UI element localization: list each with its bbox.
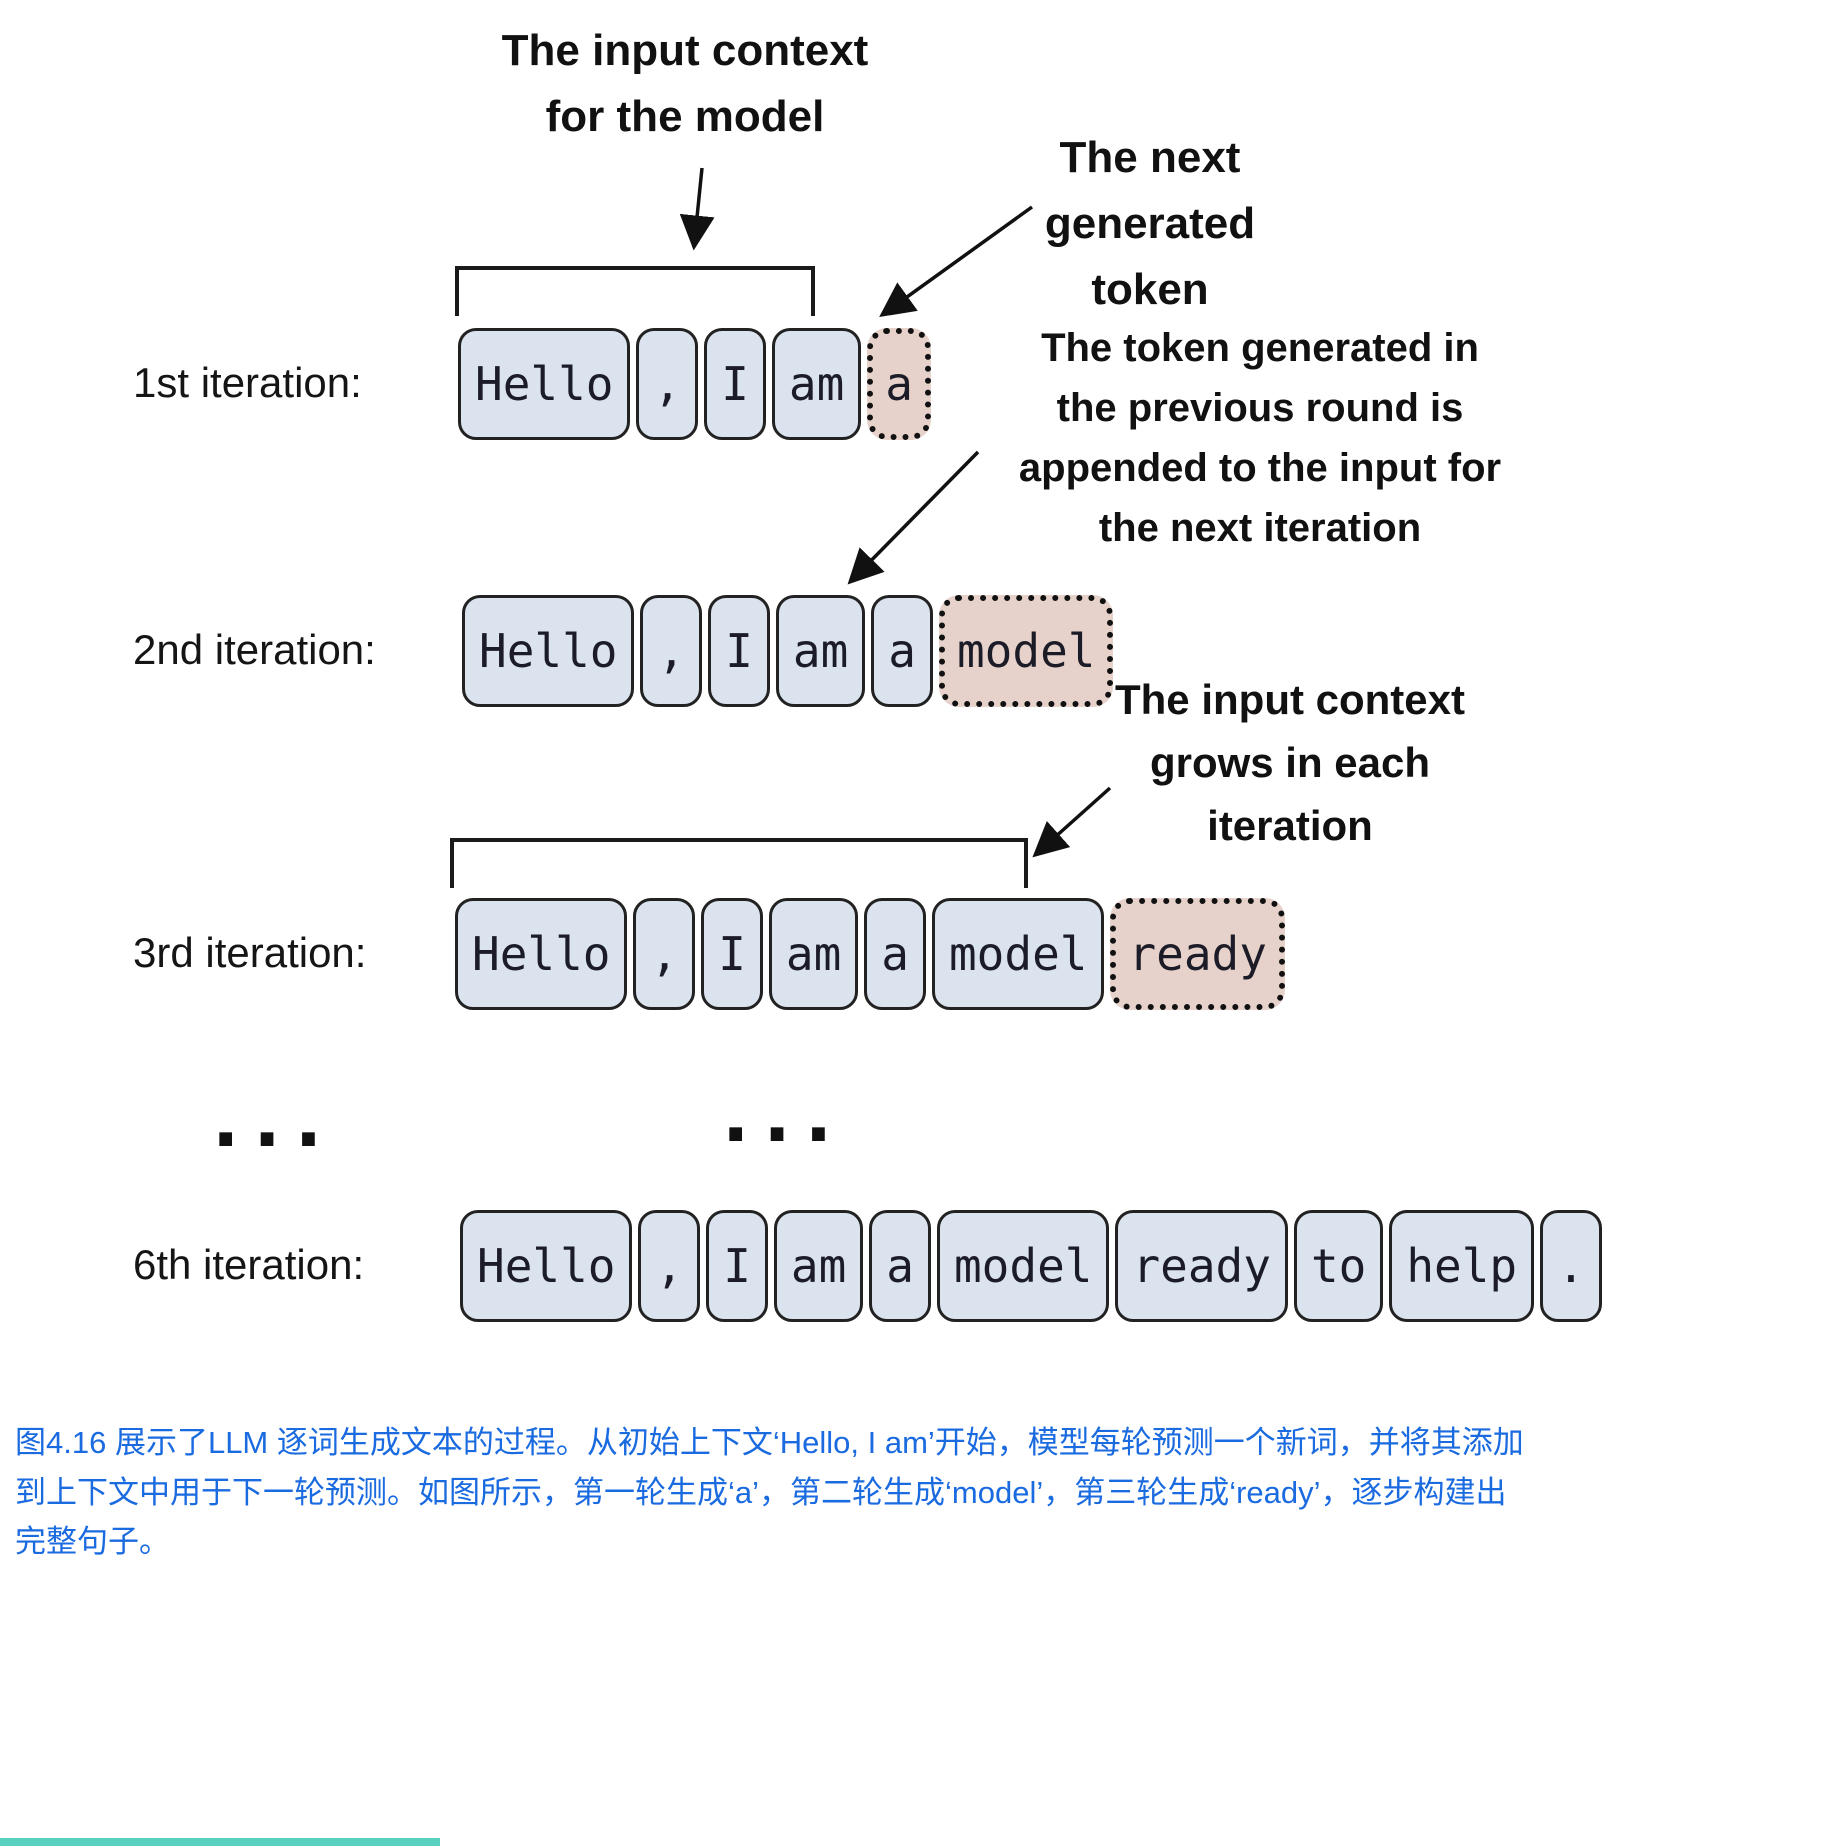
annotation-appended-token: The token generated in the previous roun…	[1018, 326, 1502, 550]
token: ready	[1115, 1210, 1288, 1322]
context-bracket-iteration-1	[455, 266, 815, 316]
ellipsis-left: ...	[212, 1079, 337, 1163]
iteration-row-1: Hello , I am a	[458, 328, 931, 440]
token: model	[936, 1210, 1110, 1322]
arrow-input-context	[679, 167, 715, 251]
iteration-label-6: 6th iteration:	[133, 1241, 365, 1288]
token: I	[701, 898, 763, 1010]
token: Hello	[458, 328, 631, 440]
iteration-row-2: Hello , I am a model	[462, 595, 1114, 707]
token: a	[871, 595, 933, 707]
token: model	[931, 898, 1105, 1010]
token: I	[704, 328, 766, 440]
token: ,	[640, 595, 703, 707]
iteration-label-2: 2nd iteration:	[133, 626, 376, 673]
context-bracket-iteration-3	[450, 838, 1028, 888]
generated-token: model	[938, 595, 1114, 707]
token: am	[768, 898, 859, 1010]
token: Hello	[462, 595, 635, 707]
annotation-next-generated-token: The next generated token	[1044, 133, 1256, 314]
generated-token: a	[867, 328, 931, 440]
figure-caption: 图4.16 展示了LLM 逐词生成文本的过程。从初始上下文‘Hello, I a…	[15, 1425, 1524, 1560]
iteration-label-3: 3rd iteration:	[133, 929, 367, 976]
token: Hello	[460, 1210, 633, 1322]
iteration-row-3: Hello , I am a model ready	[455, 898, 1285, 1010]
iteration-row-6: Hello , I am a model ready to help .	[460, 1210, 1602, 1322]
token: am	[773, 1210, 864, 1322]
token: help	[1389, 1210, 1535, 1322]
token: I	[708, 595, 770, 707]
arrow-appended-token	[847, 450, 980, 585]
token: I	[706, 1210, 768, 1322]
token: to	[1293, 1210, 1384, 1322]
token: am	[771, 328, 862, 440]
token: a	[864, 898, 926, 1010]
token: a	[869, 1210, 931, 1322]
token: ,	[633, 898, 696, 1010]
token: ,	[636, 328, 699, 440]
screen-edge-artifact	[0, 1838, 440, 1846]
annotation-context-grows: The input context grows in each iteratio…	[1115, 676, 1465, 849]
iteration-label-1: 1st iteration:	[133, 359, 362, 406]
generated-token: ready	[1110, 898, 1285, 1010]
token: ,	[638, 1210, 701, 1322]
token: am	[775, 595, 866, 707]
annotation-input-context: The input context for the model	[501, 26, 869, 141]
token: .	[1540, 1210, 1602, 1322]
ellipsis-center: ...	[722, 1074, 847, 1158]
token: Hello	[455, 898, 628, 1010]
